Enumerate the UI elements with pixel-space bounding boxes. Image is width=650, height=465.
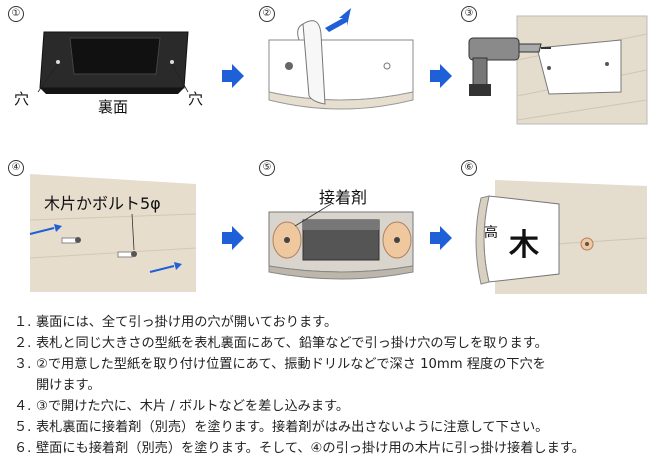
- hole-label-right: 穴: [188, 88, 203, 109]
- step-arrow-4: [430, 226, 452, 250]
- instruction-item-1: １. 裏面には、全て引っ掛け用の穴が開いております。: [14, 312, 646, 333]
- instruction-item-5: ５. 表札裏面に接着剤（別売）を塗ります。接着剤がはみ出さないように注意して下さ…: [14, 417, 646, 438]
- instruction-item-3: ３. ②で用意した型紙を取り付け位置にあて、振動ドリルなどで深さ 10mm 程度…: [14, 354, 646, 396]
- instruction-number: ５.: [14, 417, 31, 438]
- step-3-panel: ③: [455, 0, 650, 140]
- step-1-panel: ① 穴 穴 裏面: [0, 0, 215, 140]
- peg-or-bolt-label: 木片かボルト5φ: [44, 190, 161, 214]
- instruction-list: １. 裏面には、全て引っ掛け用の穴が開いております。 ２. 表札と同じ大きさの型…: [14, 312, 646, 459]
- step-2-panel: ②: [255, 0, 425, 140]
- instruction-text: 裏面には、全て引っ掛け用の穴が開いております。: [36, 315, 337, 330]
- step-arrow-2: [430, 64, 452, 88]
- instruction-item-6: ６. 壁面にも接着剤（別売）を塗ります。そして、④の引っ掛け用の木片に引っ掛け接…: [14, 438, 646, 459]
- instruction-item-2: ２. 表札と同じ大きさの型紙を表札裏面にあて、鉛筆などで引っ掛け穴の写しを取りま…: [14, 333, 646, 354]
- back-plate-illustration: [0, 0, 215, 140]
- instruction-number: ３.: [14, 354, 31, 375]
- instruction-number: ６.: [14, 438, 31, 459]
- sign-edge-character: 高: [484, 222, 498, 242]
- step-4-panel: ④ 木片かボルト5φ: [0, 160, 215, 300]
- instruction-text-continued: 開けます。: [36, 375, 646, 396]
- instruction-text: 壁面にも接着剤（別売）を塗ります。そして、④の引っ掛け用の木片に引っ掛け接着しま…: [36, 441, 585, 456]
- template-tracing-illustration: [255, 0, 425, 140]
- wall-peg-illustration: [0, 160, 215, 300]
- hole-label-left: 穴: [14, 88, 29, 109]
- instruction-item-4: ４. ③で開けた穴に、木片 / ボルトなどを差し込みます。: [14, 396, 646, 417]
- instruction-text: 表札と同じ大きさの型紙を表札裏面にあて、鉛筆などで引っ掛け穴の写しを取ります。: [36, 336, 548, 351]
- sign-character: 木: [509, 220, 539, 264]
- step-6-panel: ⑥ 高 木: [455, 160, 650, 300]
- step-arrow-1: [222, 64, 244, 88]
- adhesive-application-illustration: [255, 160, 425, 300]
- instruction-text: ②で用意した型紙を取り付け位置にあて、振動ドリルなどで深さ 10mm 程度の下穴…: [36, 357, 546, 372]
- step-5-panel: ⑤ 接着剤: [255, 160, 425, 300]
- back-side-label: 裏面: [98, 96, 128, 117]
- instruction-number: ４.: [14, 396, 31, 417]
- instruction-text: ③で開けた穴に、木片 / ボルトなどを差し込みます。: [36, 399, 349, 414]
- instruction-number: ２.: [14, 333, 31, 354]
- instruction-number: １.: [14, 312, 31, 333]
- drilling-illustration: [455, 0, 650, 140]
- step-arrow-3: [222, 226, 244, 250]
- instruction-text: 表札裏面に接着剤（別売）を塗ります。接着剤がはみ出さないように注意して下さい。: [36, 420, 548, 435]
